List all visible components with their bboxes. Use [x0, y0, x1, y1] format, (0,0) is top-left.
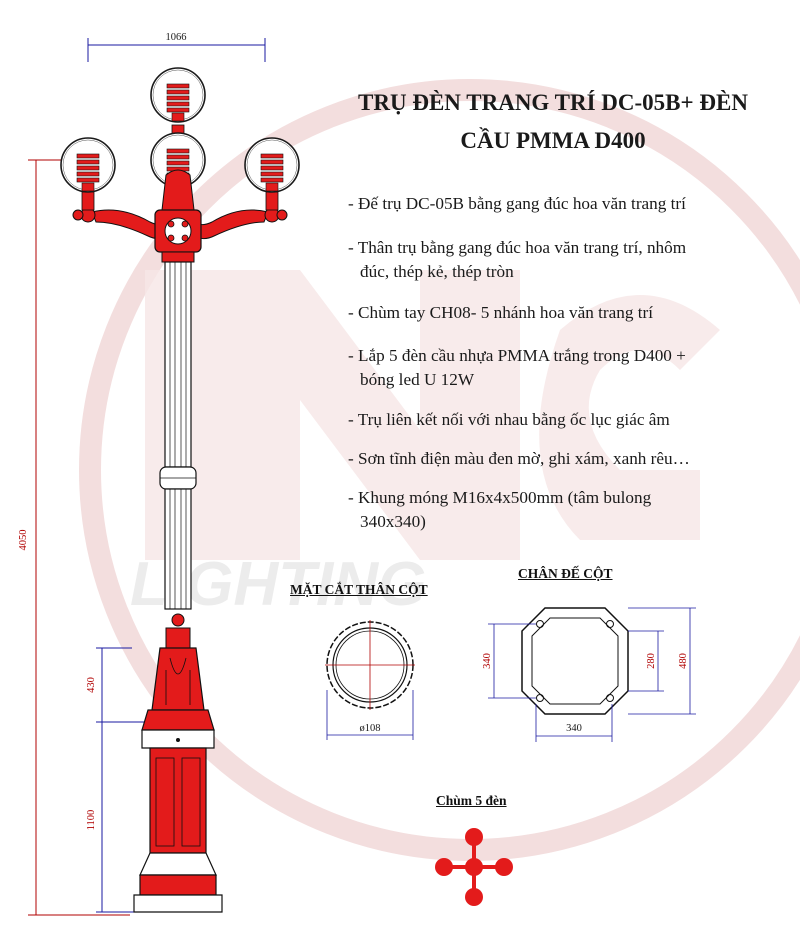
spec-item: - Khung móng M16x4x500mm (tâm bulong 340… — [348, 488, 652, 531]
base-height-label: 1100 — [86, 810, 97, 831]
cluster-lamp-bottom — [465, 888, 483, 906]
base-plate-drawing: 340 280 480 340 — [482, 607, 696, 742]
section-cut-title: MẶT CẮT THÂN CỘT — [290, 582, 428, 597]
total-height-dimension: 4050 — [18, 159, 130, 916]
spec-item: - Lắp 5 đèn cầu nhựa PMMA trắng trong D4… — [348, 346, 686, 389]
lamp-post — [60, 67, 300, 913]
base-left-dim: 340 — [482, 653, 493, 669]
page-title-line1: TRỤ ĐÈN TRANG TRÍ DC-05B+ ĐÈN — [358, 90, 748, 115]
section-cut-drawing: ø108 — [325, 620, 415, 740]
spec-item: - Sơn tĩnh điện màu đen mờ, ghi xám, xan… — [348, 449, 690, 468]
section-diameter-label: ø108 — [360, 723, 381, 734]
cluster-lamp-center — [465, 858, 483, 876]
mid-height-label: 430 — [86, 677, 97, 693]
cluster-title: Chùm 5 đèn — [436, 793, 507, 808]
cluster-lamp-top — [465, 828, 483, 846]
spec-item: - Thân trụ bằng gang đúc hoa văn trang t… — [348, 238, 687, 281]
cluster-diagram — [435, 828, 513, 906]
spec-item: - Trụ liên kết nối với nhau bằng ốc lục … — [348, 410, 670, 429]
base-plate-title: CHÂN ĐẾ CỘT — [518, 566, 613, 581]
top-width-label: 1066 — [166, 32, 187, 43]
page-title-line2: CẦU PMMA D400 — [460, 128, 646, 153]
spec-item: - Đế trụ DC-05B bằng gang đúc hoa văn tr… — [348, 194, 686, 213]
cluster-lamp-right — [495, 858, 513, 876]
base-inner-dim: 280 — [646, 653, 657, 669]
base-outer-dim: 480 — [678, 653, 689, 669]
base-bottom-dim: 340 — [566, 723, 582, 734]
total-height-label: 4050 — [18, 530, 29, 551]
top-width-dimension: 1066 — [87, 32, 266, 62]
spec-item: - Chùm tay CH08- 5 nhánh hoa văn trang t… — [348, 303, 654, 322]
base-height-dimension: 1100 — [86, 722, 145, 913]
cluster-lamp-left — [435, 858, 453, 876]
